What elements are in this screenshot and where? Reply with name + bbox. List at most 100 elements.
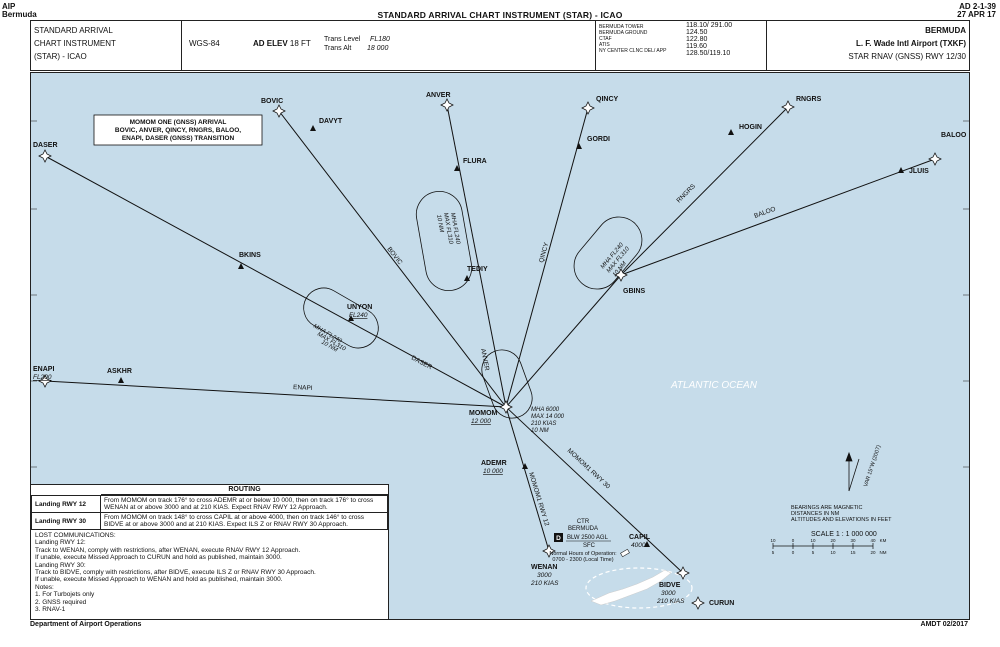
hold-gbins xyxy=(573,216,643,290)
ctr-hours-2: 0700 - 2300 (Local Time) xyxy=(552,557,613,563)
footer-dept: Department of Airport Operations xyxy=(30,621,142,628)
freq-name: ATIS xyxy=(599,42,610,48)
wp-gordi: GORDI xyxy=(587,136,610,143)
altitude-labels: 12 000 10 000 3000 210 KIAS 4000 3000 21… xyxy=(33,312,685,605)
freq-value: 128.50/119.10 xyxy=(686,50,731,57)
wp-momom-symbol xyxy=(499,400,513,414)
chart-notes: BEARINGS ARE MAGNETIC DISTANCES IN NM AL… xyxy=(791,505,892,538)
runway-symbol xyxy=(620,548,630,558)
wp-flura-symbol xyxy=(454,165,460,171)
ctr-hours-1: Normal Hours of Operation: xyxy=(549,551,617,557)
trans-alt-value: 18 000 xyxy=(366,45,389,52)
airport-box: BERMUDA L. F. Wade Intl Airport (TXKF) S… xyxy=(848,24,966,63)
route-rngrs-a xyxy=(620,106,789,276)
hold-tediy-text-3: 10 NM xyxy=(435,214,444,232)
route-bovic xyxy=(278,110,507,408)
graticule-ticks xyxy=(31,120,969,468)
route-qincy xyxy=(505,107,589,408)
wenan-speed: 210 KIAS xyxy=(530,580,559,587)
note-bearings-1: BEARINGS ARE MAGNETIC xyxy=(791,505,863,511)
procedure-title-box xyxy=(93,114,263,146)
wp-daser: DASER xyxy=(33,142,58,149)
route-rwy30 xyxy=(505,406,684,574)
capil-alt: 4000 xyxy=(631,542,646,549)
freq-value: 119.60 xyxy=(686,43,707,50)
scale-tick-top: 10 xyxy=(810,538,816,543)
wp-wenan: WENAN xyxy=(531,564,557,571)
freq-names: BERMUDA TOWER BERMUDA GROUND CTAF ATIS N… xyxy=(599,24,666,54)
chart-type-box: STANDARD ARRIVAL CHART INSTRUMENT (STAR)… xyxy=(31,21,182,70)
scale-tick-top: 0 xyxy=(792,538,795,543)
scale-tick-bottom: 10 xyxy=(830,550,836,555)
wp-askhr-symbol xyxy=(118,377,124,383)
header-date: 27 APR 17 xyxy=(957,10,996,19)
lost-comms-line: 2. GNSS required xyxy=(35,598,87,606)
routing-row-text: From MOMOM on track 148° to cross CAPIL … xyxy=(100,512,388,530)
scale-tick-top: 40 xyxy=(870,538,876,543)
chart-type: STANDARD ARRIVAL CHART INSTRUMENT (STAR)… xyxy=(34,24,116,63)
scale-bar xyxy=(772,543,874,549)
ctr-name: BERMUDA xyxy=(568,526,598,532)
enapi-fl: FL200 xyxy=(33,374,52,381)
scale-ticks: 10 0 10 20 30 40 KM 5 0 5 10 15 20 NM xyxy=(770,538,886,555)
note-bearings-2: DISTANCES IN NM xyxy=(791,511,840,517)
freq-value: 122.80 xyxy=(686,36,708,43)
routing-row-text: From MOMOM on track 176° to cross ADEMR … xyxy=(100,495,388,513)
ademr-alt: 10 000 xyxy=(483,468,503,475)
bermuda-island xyxy=(590,569,672,606)
procedure-name: STAR RNAV (GNSS) RWY 12/30 xyxy=(848,52,966,61)
wp-curun-symbol xyxy=(691,596,705,610)
routing-row-label: Landing RWY 12 xyxy=(31,495,101,513)
chart-type-line: (STAR) - ICAO xyxy=(34,52,87,61)
route-label-anver: ANVER xyxy=(479,348,490,372)
wp-curun: CURUN xyxy=(709,600,734,607)
lost-comms-line: Track to WENAN, comply with restrictions… xyxy=(35,546,301,554)
wp-qincy: QINCY xyxy=(596,96,619,103)
fix-symbols xyxy=(118,125,904,547)
table-row: Landing RWY 30 From MOMOM on track 148° … xyxy=(31,512,388,530)
page-ref: AD 2-1-39 xyxy=(959,2,996,11)
wp-jluis-symbol xyxy=(898,167,904,173)
hold-tediy-text-1: MHA FL240 xyxy=(449,212,461,245)
wp-jluis: JLUIS xyxy=(909,168,929,175)
scale-tick-bottom: 0 xyxy=(792,550,795,555)
bidve-alt: 3000 xyxy=(661,590,676,597)
routing-title: ROUTING xyxy=(101,485,388,495)
procedure-title: MOMOM ONE (GNSS) ARRIVAL BOVIC, ANVER, Q… xyxy=(115,119,241,142)
routes xyxy=(44,104,936,574)
lost-comms-line: LOST COMMUNICATIONS: xyxy=(35,532,116,539)
note-bearings-3: ALTITUDES AND ELEVATIONS IN FEET xyxy=(791,517,892,523)
route-anver xyxy=(446,104,507,408)
ad-elev: AD ELEV 18 FT xyxy=(253,39,311,48)
lost-comms-line: If unable, execute Missed Approach to CU… xyxy=(35,554,282,562)
wp-momom: MOMOM xyxy=(469,410,498,417)
wp-davyt: DAVYT xyxy=(319,118,343,125)
procedure-title-line: BOVIC, ANVER, QINCY, RNGRS, BALOO, xyxy=(115,127,241,134)
ocean-label: ATLANTIC OCEAN xyxy=(670,380,758,391)
ad-elev-value: 18 FT xyxy=(289,39,311,48)
wenan-alt: 3000 xyxy=(537,572,552,579)
hold-tediy xyxy=(415,191,473,291)
wp-daser-symbol xyxy=(38,149,52,163)
route-enapi xyxy=(44,380,507,408)
lost-comms-line: Notes: xyxy=(35,583,54,591)
chart-type-line: CHART INSTRUMENT xyxy=(34,39,116,48)
wp-askhr: ASKHR xyxy=(107,368,132,375)
wp-gordi-symbol xyxy=(576,143,582,149)
momom-alt: 12 000 xyxy=(471,418,491,425)
trans-alt-label: Trans Alt xyxy=(324,45,352,52)
lost-comms-line: Track to BIDVE, comply with restrictions… xyxy=(35,569,316,577)
procedure-title-line: ENAPI, DASER (GNSS) TRANSITION xyxy=(122,135,235,142)
airport-name: L. F. Wade Intl Airport (TXKF) xyxy=(855,39,966,48)
wp-capil-symbol xyxy=(644,541,650,547)
freq-value: 118.10/ 291.00 xyxy=(686,22,733,29)
wp-rngrs-symbol xyxy=(781,100,795,114)
wp-gbins-symbol xyxy=(614,268,628,282)
wp-ademr-symbol xyxy=(522,463,528,469)
trans-levels: Trans Level FL180 Trans Alt 18 000 xyxy=(324,35,390,53)
scale-tick-bottom: 5 xyxy=(772,550,775,555)
country-label: Bermuda xyxy=(2,10,37,19)
lost-comms-line: Landing RWY 12: xyxy=(35,539,86,547)
scale-unit-nm: NM xyxy=(880,550,887,555)
scale-tick-bottom: 15 xyxy=(850,550,856,555)
